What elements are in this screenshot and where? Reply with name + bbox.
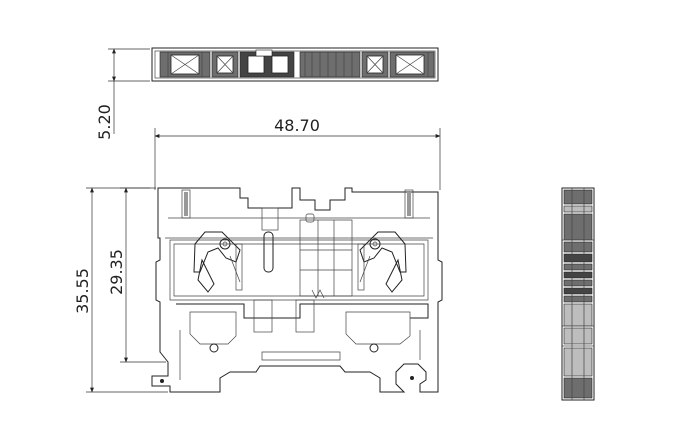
height-total-label: 35.55	[73, 268, 92, 314]
top-view-outline	[151, 47, 439, 82]
width-label: 48.70	[274, 116, 320, 135]
height-inner-dimension: 29.35	[107, 187, 166, 363]
side-view-outline	[561, 187, 595, 401]
height-inner-label: 29.35	[107, 249, 126, 295]
top-view	[151, 47, 439, 82]
thickness-label: 5.20	[95, 104, 114, 140]
side-view	[561, 187, 595, 401]
front-view	[151, 187, 443, 393]
width-dimension: 48.70	[154, 116, 441, 190]
height-total-dimension: 35.55	[73, 187, 168, 393]
thickness-dimension: 5.20	[95, 48, 150, 140]
front-outline	[151, 187, 443, 393]
left-clamp	[193, 231, 243, 293]
right-clamp	[357, 231, 407, 293]
